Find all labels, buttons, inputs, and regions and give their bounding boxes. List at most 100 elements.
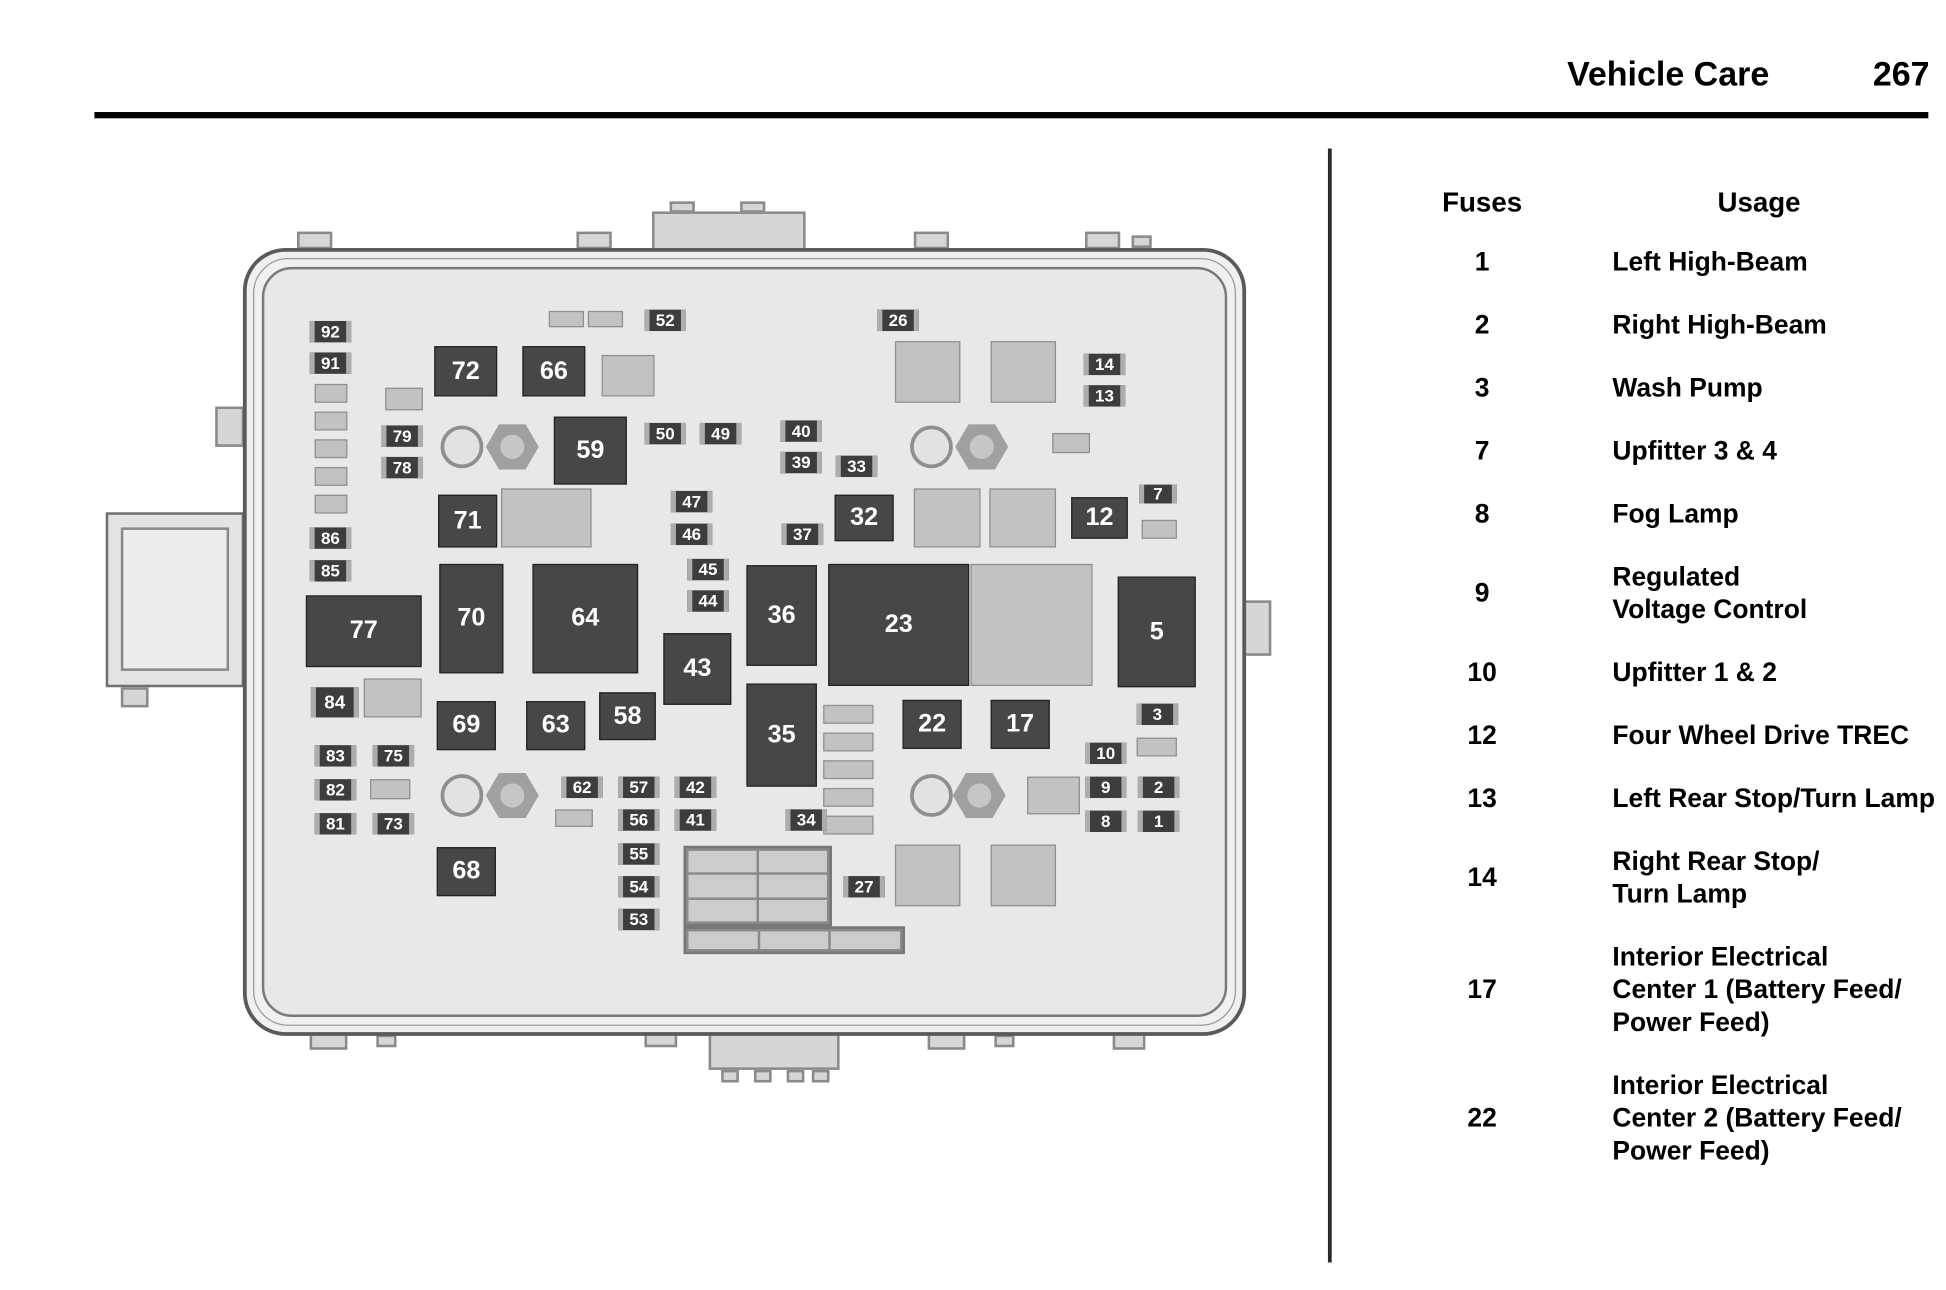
connector-tab: [576, 231, 612, 250]
fuse-box-46: 46: [670, 523, 713, 546]
connector-tab: [215, 406, 245, 447]
relay-box-63: 63: [526, 701, 586, 751]
blank-slot: [314, 411, 348, 431]
fuse-box-44: 44: [687, 590, 729, 612]
fuse-usage: Interior Electrical Center 2 (Battery Fe…: [1612, 1071, 1902, 1166]
fuse-box-40: 40: [780, 420, 822, 442]
blank-slot: [989, 488, 1057, 548]
stud-bolt-circle: [910, 774, 953, 817]
fuse-box-55: 55: [618, 843, 660, 865]
section-title: Vehicle Care: [1567, 55, 1770, 94]
connector-tab: [994, 1034, 1015, 1048]
connector-tab: [669, 201, 695, 213]
fuse-box-39: 39: [780, 451, 822, 474]
relay-box-36: 36: [746, 565, 817, 666]
blank-slot: [970, 563, 1093, 686]
relay-box-69: 69: [436, 701, 496, 751]
blank-slot: [823, 815, 874, 835]
fuse-box-73: 73: [372, 813, 415, 835]
fuse-usage: Right High-Beam: [1612, 310, 1827, 340]
fuse-usage: Wash Pump: [1612, 373, 1763, 403]
fuse-box-41: 41: [674, 809, 717, 831]
fuse-box-42: 42: [674, 776, 717, 799]
fuse-box-78: 78: [381, 456, 423, 479]
relay-box-68: 68: [436, 847, 496, 897]
blank-slot: [1027, 776, 1080, 815]
connector-tab: [1084, 231, 1121, 250]
fuse-number: 9: [1474, 579, 1490, 608]
fuse-box-56: 56: [618, 809, 660, 831]
blank-slot: [823, 760, 874, 780]
fuse-box-33: 33: [835, 455, 878, 478]
fuse-box-34: 34: [785, 809, 827, 831]
fuse-box-2: 2: [1137, 776, 1180, 799]
fuse-usage: Left Rear Stop/Turn Lamp: [1612, 784, 1935, 814]
connector-tab: [786, 1069, 805, 1083]
terminal-grid: [683, 845, 833, 927]
fuse-box-50: 50: [644, 422, 686, 445]
fuse-box-8: 8: [1084, 810, 1127, 833]
blank-slot: [990, 844, 1057, 907]
fuse-number: 8: [1474, 499, 1490, 529]
relay-box-5: 5: [1117, 576, 1196, 688]
blank-slot: [1136, 737, 1177, 757]
connector-tab: [1131, 235, 1152, 248]
relay-box-66: 66: [522, 346, 586, 397]
fuse-number: 3: [1474, 373, 1490, 403]
fuse-box-92: 92: [309, 320, 352, 343]
connector-tab: [811, 1069, 830, 1083]
fuse-box-86: 86: [309, 527, 352, 549]
fuse-usage: Fog Lamp: [1612, 499, 1739, 529]
column-divider: [1327, 148, 1332, 1263]
relay-box-32: 32: [834, 494, 894, 542]
fuses-column-header: Fuses: [1442, 186, 1523, 218]
fuse-usage: Left High-Beam: [1612, 247, 1808, 277]
fuse-usage: Four Wheel Drive TREC: [1612, 721, 1910, 751]
table-header-row: Fuses Usage: [1385, 186, 1939, 219]
fuse-usage: Regulated Voltage Control: [1612, 562, 1808, 625]
fuse-block-housing-mid: [252, 258, 1237, 1026]
header-rule: [94, 112, 1929, 119]
connector-tab: [297, 231, 333, 250]
fuse-number: 2: [1474, 310, 1490, 340]
blank-slot: [587, 310, 624, 328]
page-number: 267: [1872, 55, 1930, 94]
blank-slot: [823, 732, 874, 752]
fuse-box-82: 82: [314, 779, 357, 801]
blank-slot: [1052, 432, 1091, 454]
blank-slot: [314, 383, 348, 403]
table-row: 8 Fog Lamp: [1385, 498, 1939, 531]
fuse-usage: Interior Electrical Center 1 (Battery Fe…: [1612, 942, 1902, 1038]
relay-box-35: 35: [746, 683, 817, 787]
terminal-cell: [688, 899, 757, 922]
fuse-box-57: 57: [618, 776, 660, 799]
relay-box-64: 64: [532, 563, 639, 674]
blank-slot: [823, 704, 874, 724]
blank-slot: [894, 844, 961, 907]
fuse-box-9: 9: [1084, 776, 1127, 799]
fuse-box-83: 83: [314, 745, 357, 767]
terminal-cell: [758, 875, 827, 898]
fuse-usage: Upfitter 1 & 2: [1612, 658, 1777, 688]
terminal-cell: [688, 931, 758, 950]
blank-slot: [823, 787, 874, 807]
connector-tab: [753, 1069, 772, 1083]
connector-tab: [913, 231, 950, 250]
blank-slot: [548, 310, 585, 328]
fuse-box-10: 10: [1084, 742, 1127, 765]
relay-box-17: 17: [990, 699, 1050, 749]
stud-bolt-circle: [910, 425, 953, 469]
fuse-box-81: 81: [314, 813, 357, 835]
table-row: 3 Wash Pump: [1385, 373, 1939, 406]
fuse-box-75: 75: [372, 745, 415, 767]
relay-box-12: 12: [1071, 497, 1128, 539]
relay-box-72: 72: [434, 346, 498, 397]
terminal-cell: [758, 850, 827, 873]
